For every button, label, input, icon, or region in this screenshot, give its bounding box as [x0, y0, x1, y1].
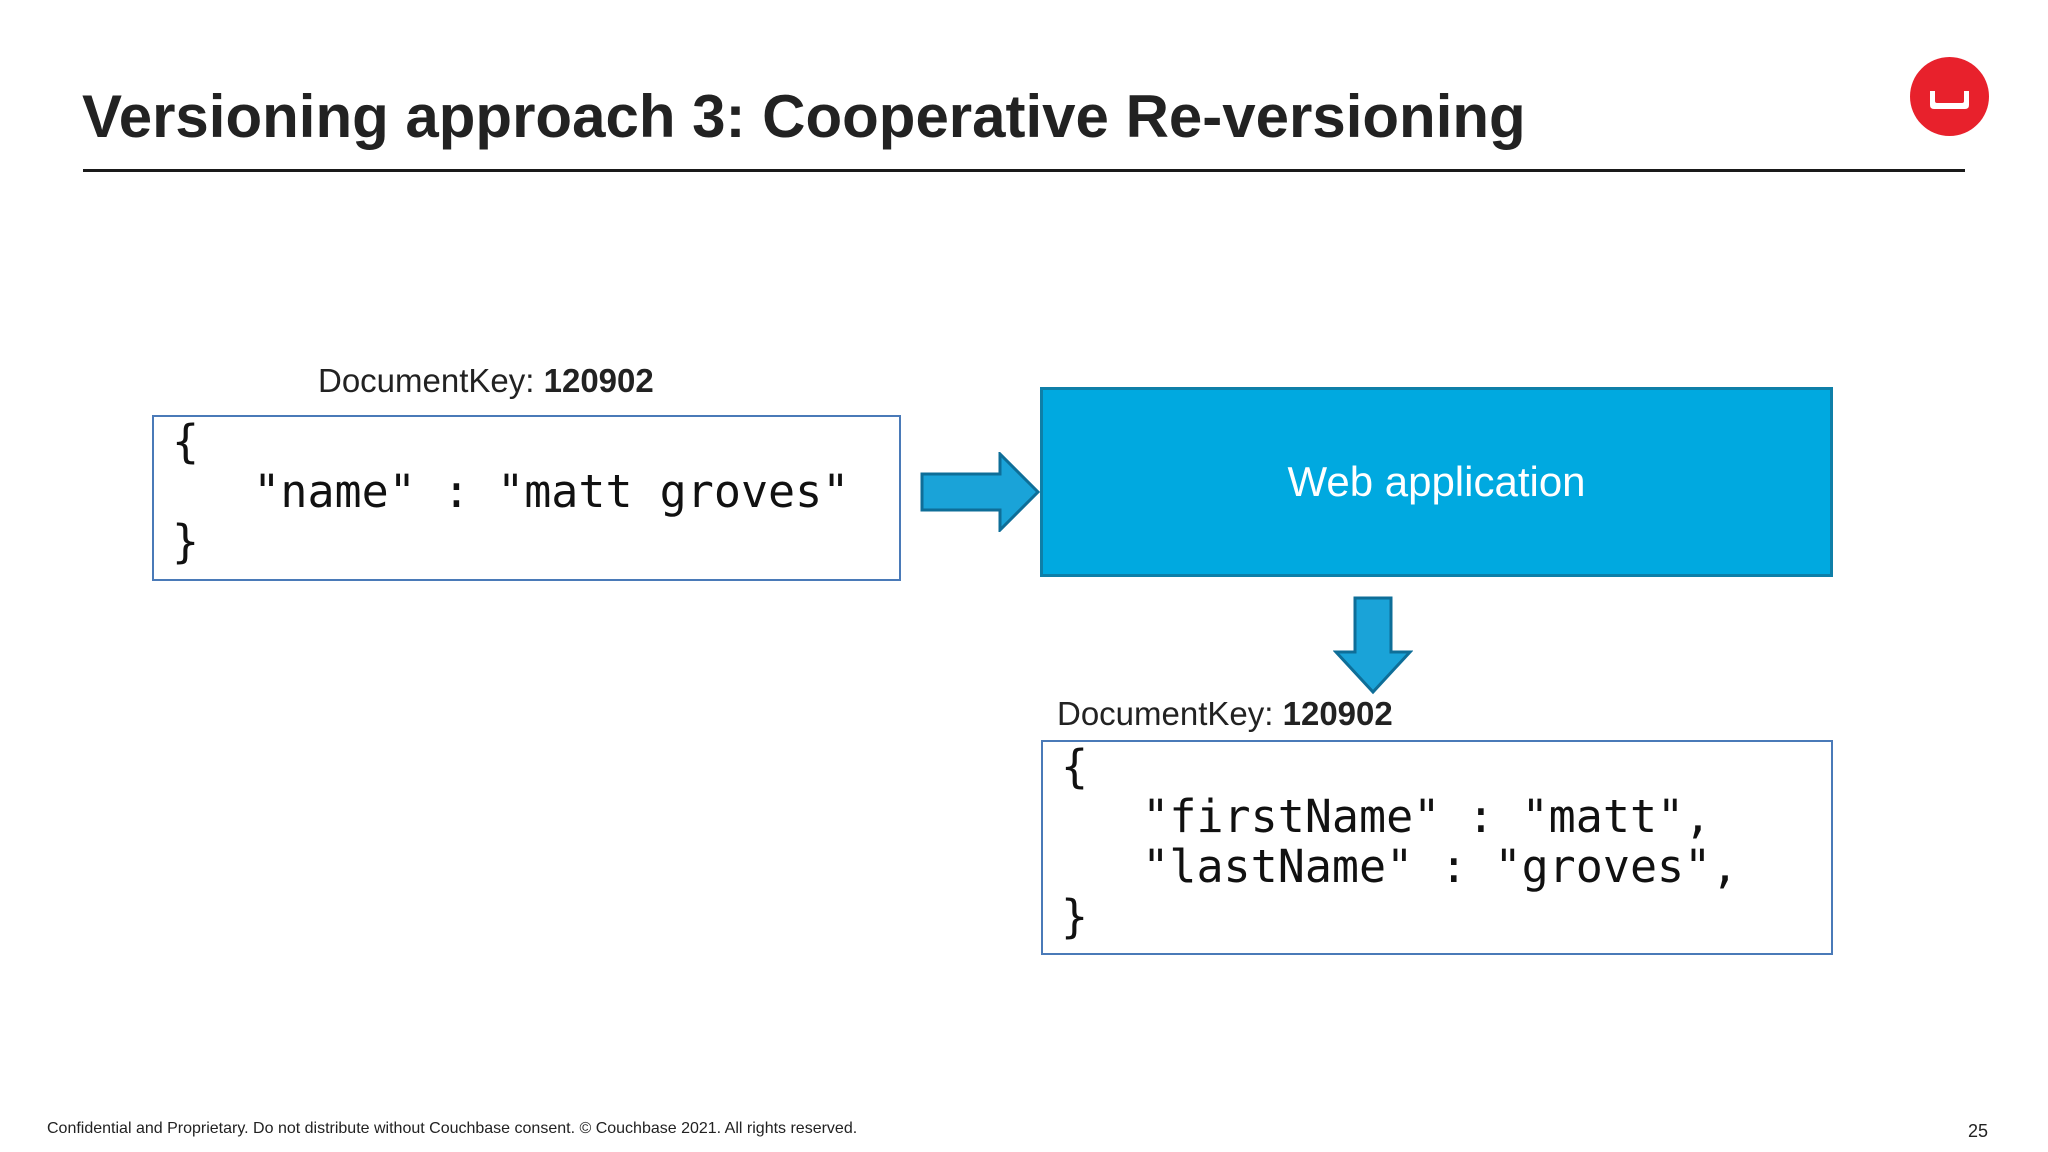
- code-line: {: [1061, 740, 1089, 793]
- web-application-label: Web application: [1287, 458, 1586, 505]
- code-line: "lastName" : "groves",: [1061, 840, 1739, 893]
- slide-title: Versioning approach 3: Cooperative Re-ve…: [82, 83, 1526, 150]
- code-line: }: [172, 515, 200, 568]
- code-line: "name" : "matt groves": [172, 465, 850, 518]
- code-line: "firstName" : "matt",: [1061, 790, 1712, 843]
- code-line: {: [172, 415, 200, 468]
- document-before-json: { "name" : "matt groves" }: [152, 415, 901, 581]
- arrow-right-icon: [920, 450, 1042, 537]
- arrow-down-icon: [1332, 596, 1414, 701]
- document-key-label-before: DocumentKey: 120902: [318, 362, 654, 400]
- couchbase-logo-icon: [1910, 57, 1989, 136]
- footer-text: Confidential and Proprietary. Do not dis…: [47, 1120, 858, 1137]
- web-application-box: Web application: [1040, 387, 1833, 577]
- document-key-prefix: DocumentKey:: [1057, 695, 1283, 732]
- code-line: }: [1061, 890, 1089, 943]
- page-number: 25: [1968, 1121, 1989, 1141]
- document-after-json: { "firstName" : "matt", "lastName" : "gr…: [1041, 740, 1833, 955]
- document-key-value: 120902: [543, 362, 654, 399]
- document-key-label-after: DocumentKey: 120902: [1057, 695, 1393, 733]
- document-key-value: 120902: [1282, 695, 1393, 732]
- document-key-prefix: DocumentKey:: [318, 362, 544, 399]
- title-divider: [83, 169, 1965, 172]
